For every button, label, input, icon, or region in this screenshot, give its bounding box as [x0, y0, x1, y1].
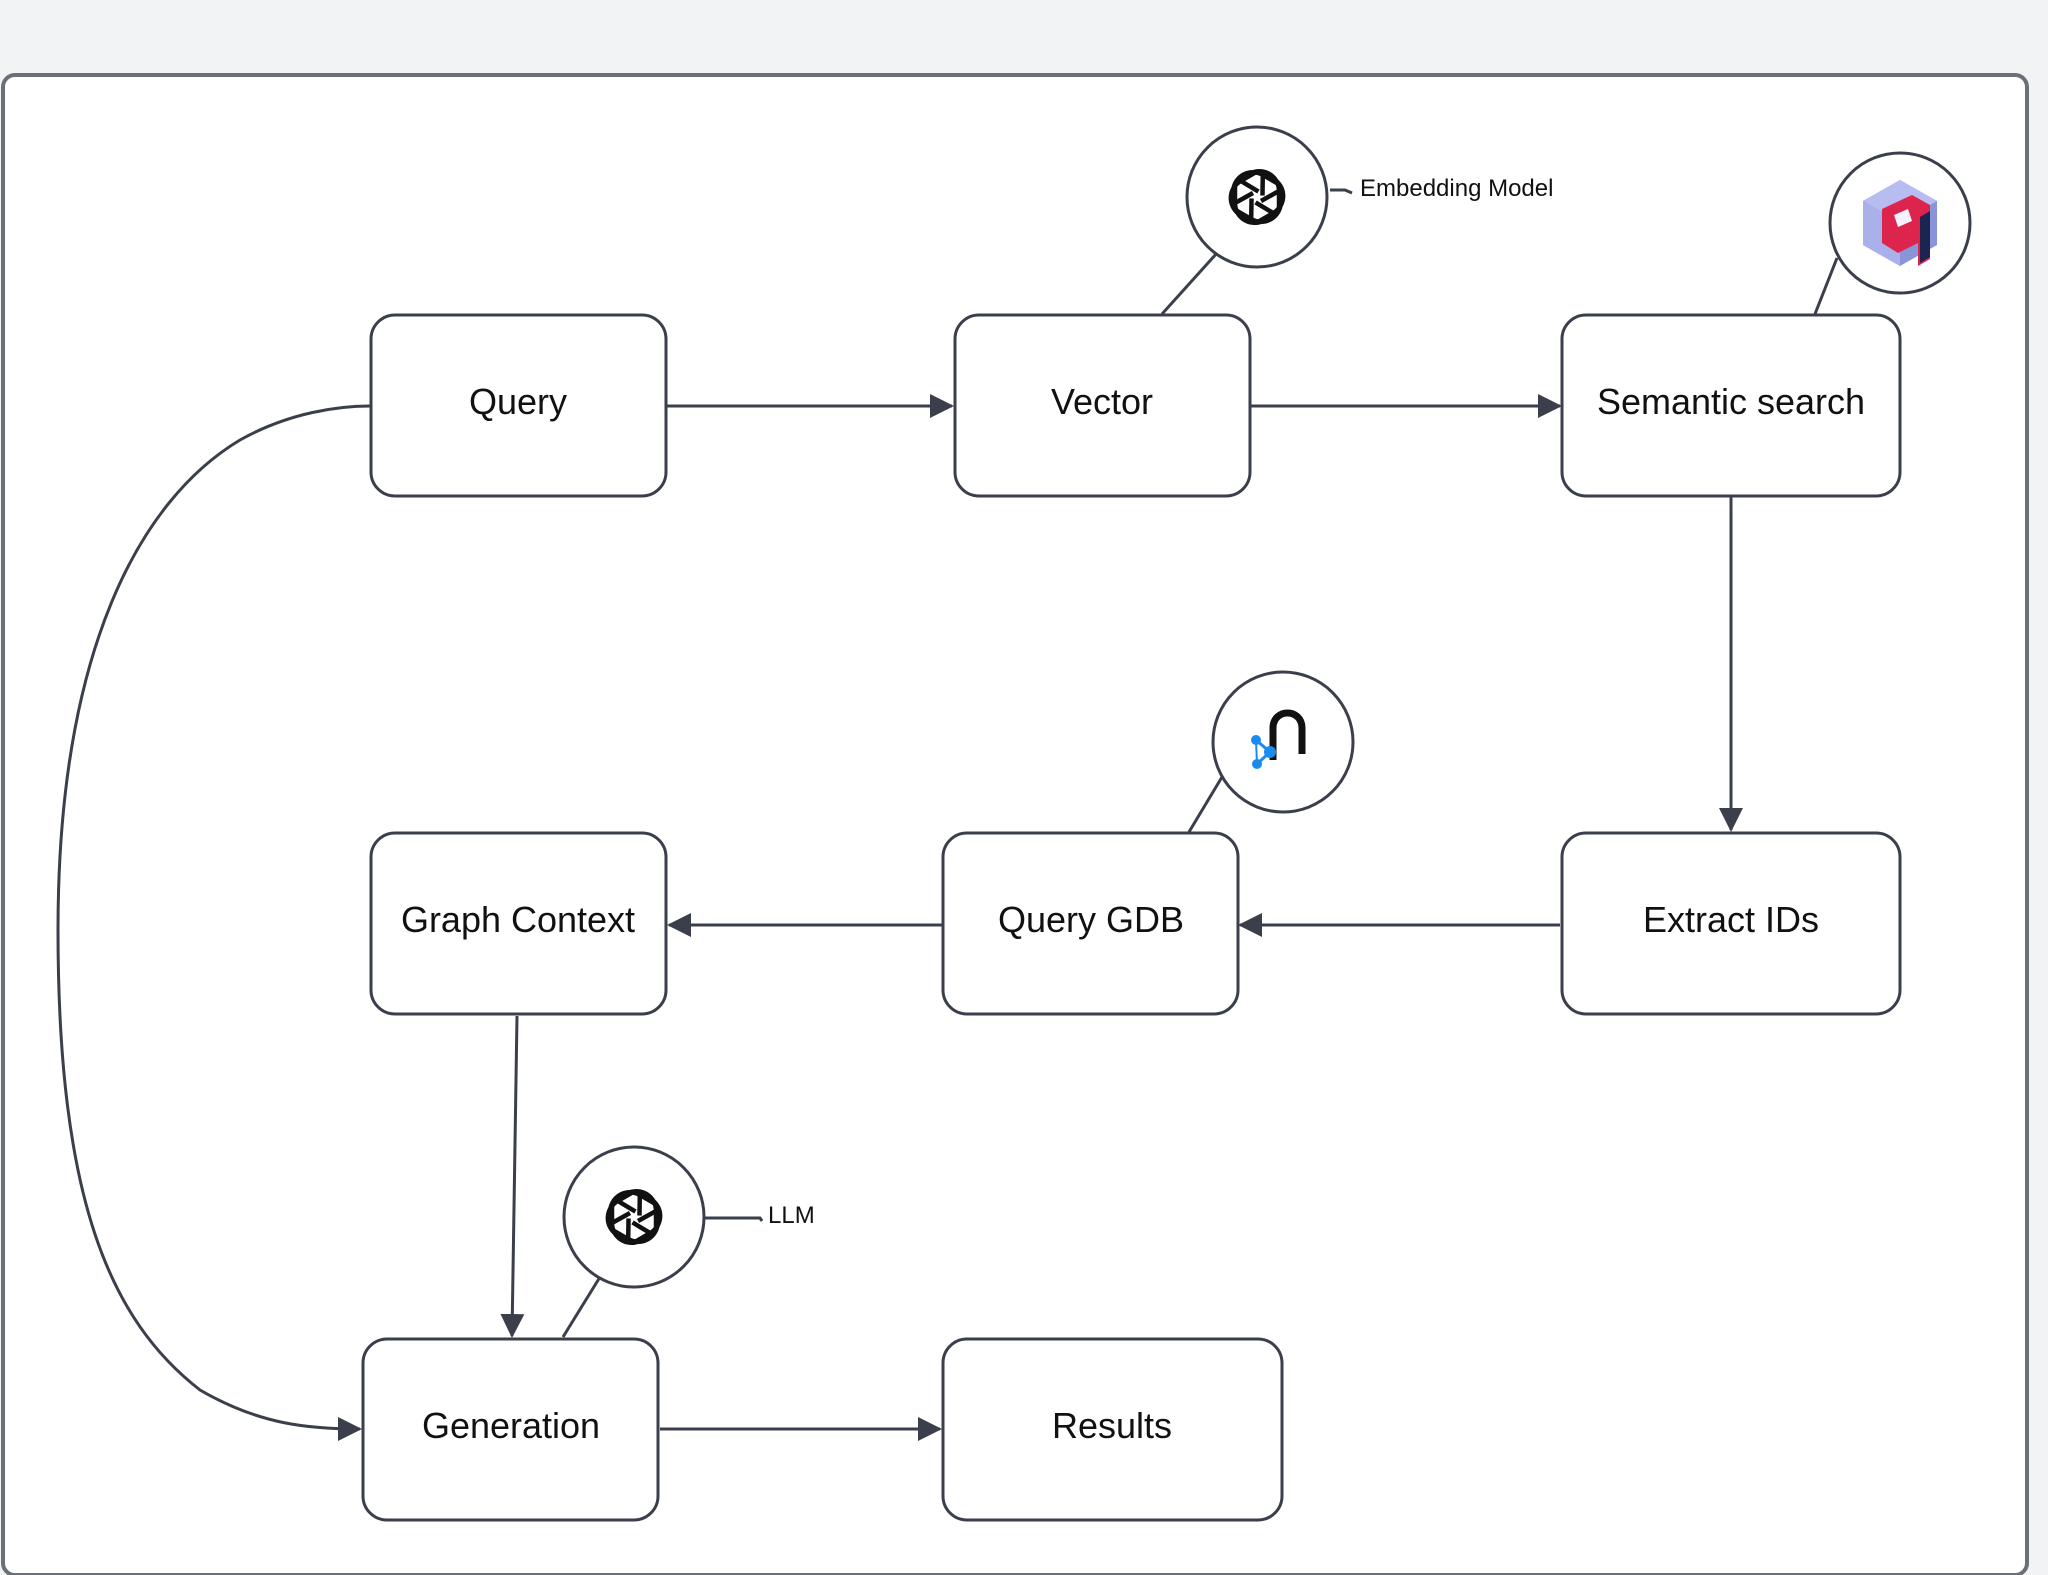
- link-vector-embedding: [1160, 251, 1219, 316]
- link-querygdb-neo4j: [1187, 776, 1224, 833]
- node-semantic-search-label: Semantic search: [1597, 381, 1865, 422]
- neo4j-arch-icon: [1269, 709, 1306, 760]
- node-query-label: Query: [469, 381, 567, 422]
- node-vector-label: Vector: [1051, 381, 1153, 422]
- edge-graphcontext-generation: [500, 1015, 525, 1338]
- node-graph-context-label: Graph Context: [401, 899, 635, 940]
- node-query-gdb[interactable]: [941, 831, 1240, 1016]
- embedding-model-label: Embedding Model: [1360, 175, 1553, 202]
- node-semantic-search[interactable]: [1560, 313, 1902, 498]
- node-vector[interactable]: [953, 313, 1252, 498]
- node-generation-label: Generation: [422, 1405, 600, 1446]
- node-query[interactable]: [369, 313, 668, 498]
- link-generation-llm: [561, 1276, 602, 1338]
- link-semantic-qdrant: [1813, 257, 1839, 315]
- neo4j-icon[interactable]: [1211, 670, 1355, 814]
- llm-openai-icon[interactable]: [562, 1145, 706, 1289]
- openai-knot-icon: [605, 1189, 663, 1245]
- node-results-label: Results: [1052, 1405, 1172, 1446]
- llm-label: LLM: [768, 1202, 815, 1229]
- qdrant-icon[interactable]: [1828, 151, 1972, 295]
- link-llm-label: [705, 1216, 764, 1222]
- node-extract-ids-label: Extract IDs: [1643, 899, 1819, 940]
- link-embedding-label: [1330, 188, 1353, 195]
- graph-nodes-icon: [1251, 735, 1276, 769]
- node-extract-ids[interactable]: [1560, 831, 1902, 1016]
- node-graph-context[interactable]: [369, 831, 668, 1016]
- openai-knot-icon: [1228, 169, 1286, 225]
- embedding-openai-icon[interactable]: [1185, 125, 1329, 269]
- node-generation[interactable]: [361, 1337, 660, 1522]
- edge-query-generation-curve: [56, 404, 371, 1441]
- node-query-gdb-label: Query GDB: [998, 899, 1184, 940]
- node-results[interactable]: [941, 1337, 1284, 1522]
